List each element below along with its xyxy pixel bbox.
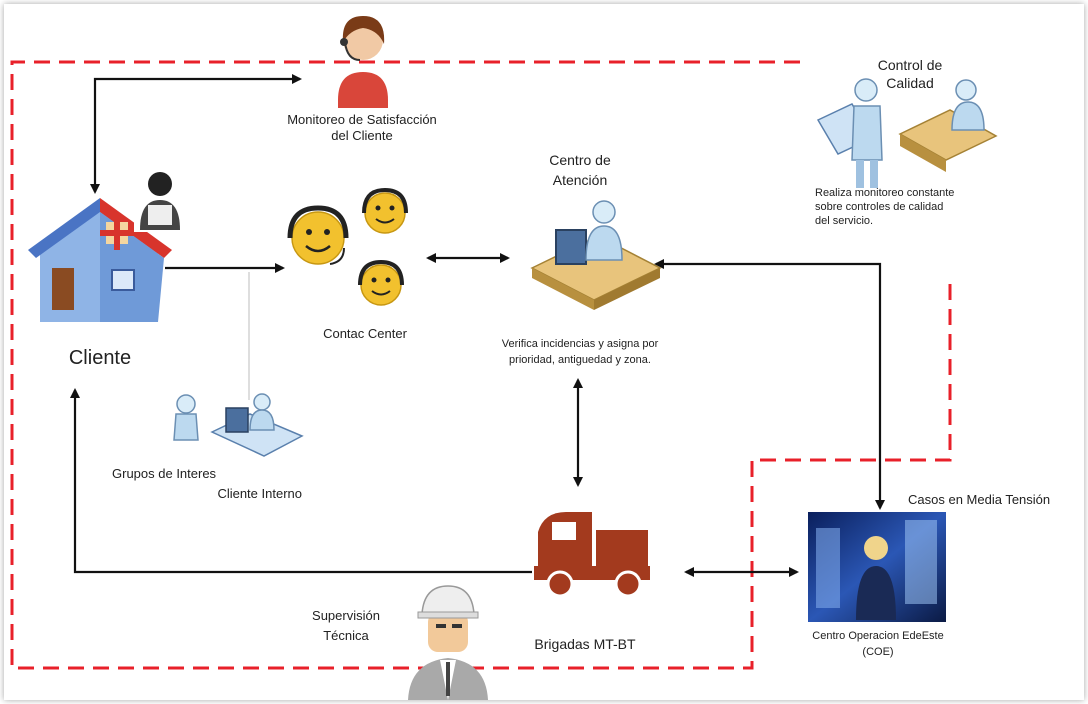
- supervision-label: Supervisión Técnica: [296, 606, 396, 646]
- centro-label: Centro de Atención: [530, 150, 630, 190]
- cliente-label: Cliente: [68, 347, 132, 369]
- service-boundary: [10, 60, 952, 670]
- contact-center-label: Contac Center: [323, 326, 407, 341]
- control-line1: Control de: [877, 57, 943, 73]
- control-line2: Calidad: [886, 75, 934, 91]
- coe-line2: (COE): [862, 646, 894, 658]
- grupos-line1: Grupos de Interes: [112, 466, 217, 481]
- smiley-operator-icon: [362, 187, 408, 234]
- operator-woman-icon: [338, 16, 388, 108]
- centro-line1: Centro de: [549, 152, 611, 168]
- control-description: Realiza monitoreo constante sobre contro…: [815, 186, 1005, 228]
- customer-phone-icon: [134, 160, 186, 232]
- centro-line2: Atención: [552, 172, 608, 188]
- control-desc-line2: sobre controles de calidad: [815, 201, 944, 213]
- monitoreo-label: Monitoreo de Satisfacción del Cliente: [272, 112, 452, 144]
- grupos-line2: Cliente Interno: [217, 486, 302, 501]
- smiley-operators-icon: [287, 187, 408, 306]
- coe-label: Centro Operacion EdeEste (COE): [788, 628, 968, 660]
- quality-control-icon: [816, 78, 998, 188]
- truck-icon: [534, 512, 650, 598]
- grupos-label: Grupos de Interes Cliente Interno: [112, 464, 302, 504]
- control-desc-line1: Realiza monitoreo constante: [815, 187, 955, 199]
- smiley-operator-icon: [358, 259, 404, 306]
- supervisor-helmet-icon: [408, 585, 488, 700]
- coe-photo: [808, 512, 946, 622]
- arrow-brigadas-cliente: [70, 388, 532, 574]
- supervision-line2: Técnica: [323, 628, 369, 643]
- brigadas-label: Brigadas MT-BT: [534, 636, 636, 652]
- supervision-line1: Supervisión: [312, 608, 380, 623]
- arrow-centro-coe: [654, 259, 885, 510]
- connector-arrows: [70, 74, 885, 577]
- centro-description: Verifica incidencias y asigna por priori…: [470, 336, 690, 368]
- control-label: Control de Calidad: [850, 56, 970, 92]
- smiley-operator-icon: [287, 205, 349, 265]
- coe-line1: Centro Operacion EdeEste: [812, 630, 944, 642]
- monitoreo-line1: Monitoreo de Satisfacción: [287, 112, 437, 127]
- interest-group-icon: [173, 393, 304, 457]
- arrow-cliente-monitoreo: [90, 74, 302, 194]
- centro-desc-line2: prioridad, antiguedad y zona.: [509, 354, 651, 366]
- casos-label: Casos en Media Tensión: [908, 492, 1051, 507]
- attention-desk-icon: [530, 200, 662, 310]
- centro-desc-line1: Verifica incidencias y asigna por: [501, 338, 659, 350]
- control-desc-line3: del servicio.: [815, 215, 874, 227]
- monitoreo-line2: del Cliente: [331, 128, 393, 143]
